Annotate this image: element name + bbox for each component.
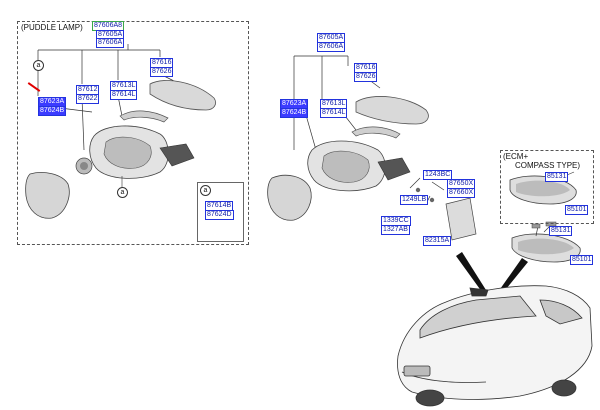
part-1327ab[interactable]: 1327AB — [381, 225, 410, 235]
part-85131-upper[interactable]: 85131 — [545, 172, 569, 182]
turn-signal-mid — [351, 126, 401, 139]
mirror-cover-mid — [355, 96, 429, 125]
part-87614l-mid[interactable]: 87614L — [320, 108, 348, 118]
puddle-lamp-title: (PUDDLE LAMP) — [21, 23, 83, 32]
part-87624b-left[interactable]: 87624B — [38, 106, 67, 116]
mirror-glass-mid — [267, 174, 312, 221]
callout-a-lower: a — [117, 187, 128, 198]
callout-a-top: a — [33, 60, 44, 71]
mirror-glass-left — [25, 172, 70, 219]
part-87614l-left[interactable]: 87614L — [110, 90, 138, 100]
part-87660x[interactable]: 87660X — [447, 188, 476, 198]
part-87606a-mid[interactable]: 87606A — [317, 42, 346, 52]
puddle-lamp-frame — [17, 21, 249, 245]
ecm-title: (ECM+ — [503, 152, 529, 161]
mirror-bracket — [445, 197, 477, 241]
part-87626-mid[interactable]: 87626 — [354, 72, 378, 82]
part-85101-upper[interactable]: 85101 — [565, 205, 589, 215]
ecm-title-2: COMPASS TYPE) — [515, 161, 581, 170]
part-87606a-left[interactable]: 87606A — [96, 38, 125, 48]
ecm-compass-frame — [500, 150, 594, 224]
pointer-arrow — [456, 252, 486, 292]
callout-a-inset: a — [200, 185, 211, 196]
screw-icon — [415, 187, 421, 193]
part-87626-left[interactable]: 87626 — [150, 67, 174, 77]
part-1243bc[interactable]: 1243BC — [423, 170, 453, 180]
part-85131-lower[interactable]: 85131 — [549, 226, 573, 236]
mirror-cover-left — [149, 80, 216, 111]
part-87624d[interactable]: 87624D — [205, 210, 234, 220]
part-87622[interactable]: 87622 — [76, 94, 100, 104]
turn-signal-left — [119, 110, 169, 123]
part-82315a[interactable]: 82315A — [423, 236, 452, 246]
part-87624b-mid[interactable]: 87624B — [280, 108, 309, 118]
vehicle-illustration — [397, 285, 593, 407]
part-1249lb[interactable]: 1249LB — [400, 195, 429, 205]
part-85101-lower[interactable]: 85101 — [570, 255, 594, 265]
